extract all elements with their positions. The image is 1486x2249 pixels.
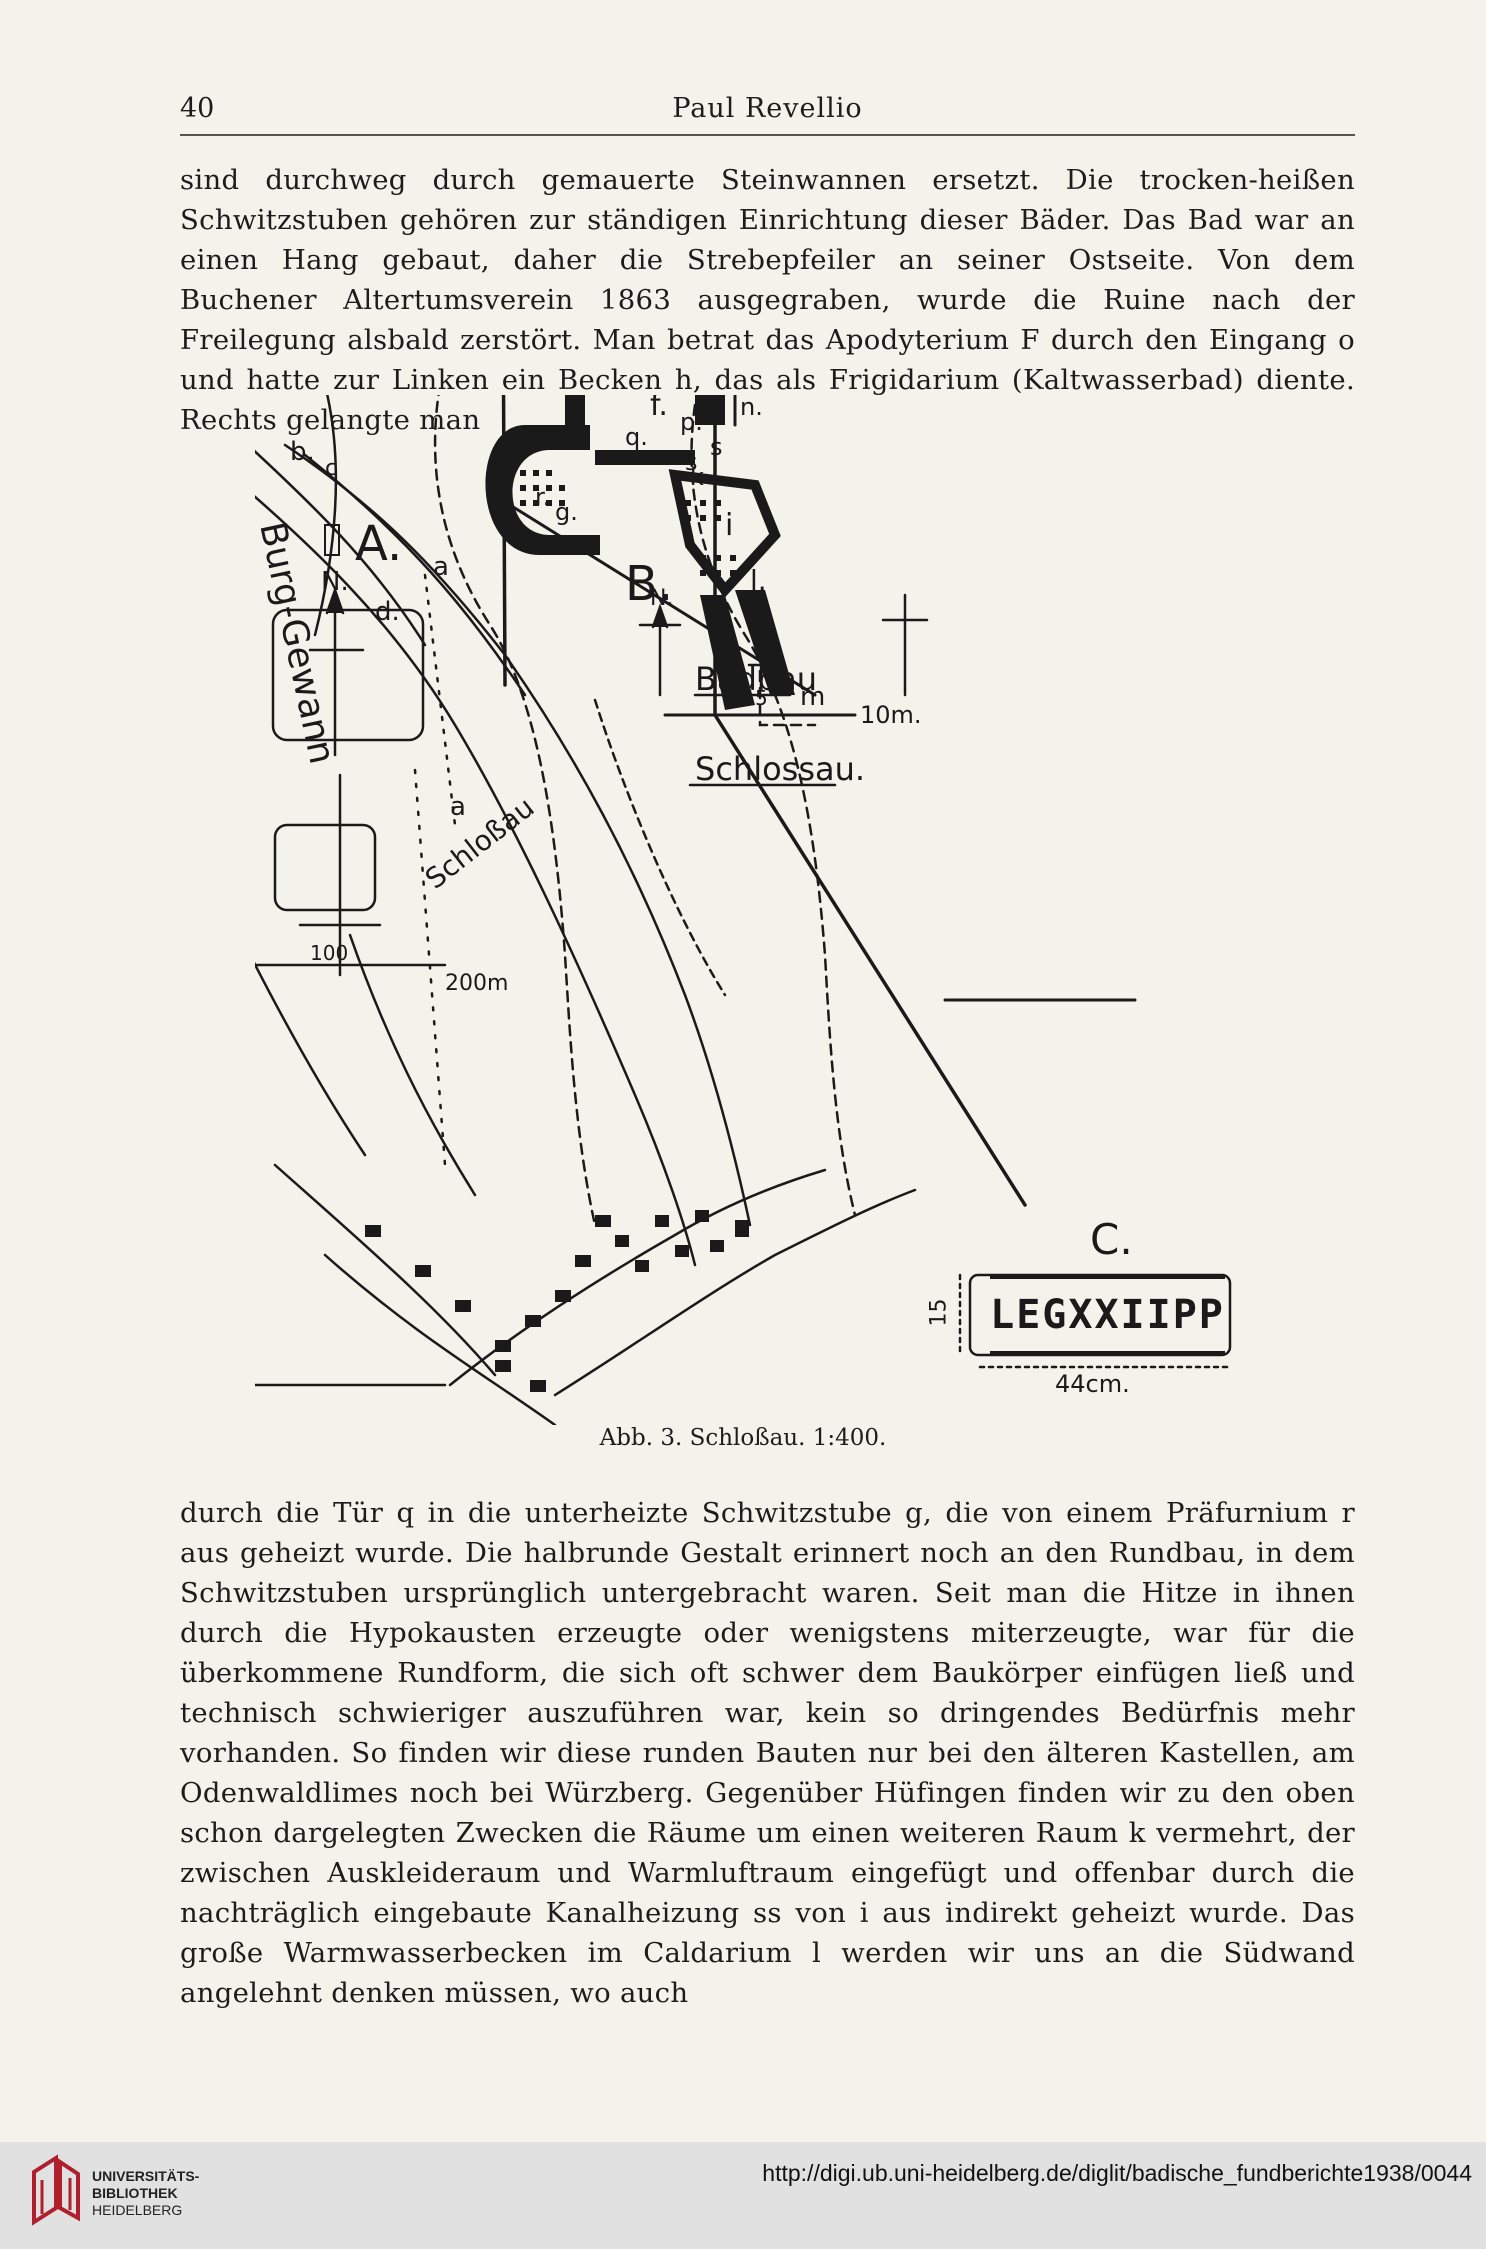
label-c: C. — [1090, 1215, 1133, 1264]
letter-p: p. — [680, 408, 703, 436]
stamp-inscription: LEGXXIIPP — [990, 1275, 1225, 1355]
letter-q: q. — [625, 423, 648, 451]
library-line-1: UNIVERSITÄTS- — [92, 2168, 200, 2184]
library-line-3: HEIDELBERG — [92, 2202, 183, 2218]
north-label-b: N. — [650, 586, 673, 611]
letter-b: b. — [290, 437, 315, 467]
page-header: 40 Paul Revellio — [180, 93, 1355, 133]
footer-bar — [0, 2142, 1486, 2249]
scanned-page: 40 Paul Revellio sind durchweg durch gem… — [180, 93, 1355, 2009]
page-number: 40 — [180, 93, 215, 124]
fort-b — [273, 823, 377, 912]
scale-b-5: 5 — [755, 686, 768, 710]
stamp-height: 15 — [926, 1298, 952, 1327]
figure-overlay — [255, 395, 1232, 1392]
road-village — [553, 1188, 917, 1397]
letter-c: c — [325, 456, 337, 481]
letter-n: n. — [740, 395, 763, 421]
letter-g: g. — [555, 498, 578, 526]
schlossau-subtitle: Schlossau. — [695, 750, 865, 788]
paragraph-bottom: durch die Tür q in die unterheizte Schwi… — [180, 1497, 1355, 2009]
road-diagonal — [283, 443, 752, 1227]
fort-b-outline — [271, 608, 425, 742]
road-upper — [303, 453, 527, 697]
figure-schlossau: A. N. a a a a b. c d. Burg-Gewann Schloß… — [188, 272, 1265, 1427]
hypocaust-pillars — [520, 470, 736, 576]
header-rule — [180, 134, 1355, 136]
letter-s1: s — [685, 448, 698, 476]
paragraph-top: sind durchweg durch gemauerte Steinwanne… — [180, 164, 1355, 436]
letter-r: r. — [535, 483, 550, 511]
letter-m: m — [800, 682, 825, 712]
source-url-link[interactable]: http://digi.ub.uni-heidelberg.de/diglit/… — [762, 2160, 1472, 2186]
running-title: Paul Revellio — [672, 93, 863, 124]
scale-a-100: 100 — [310, 941, 348, 965]
road-lower — [323, 1253, 557, 1427]
library-name: UNIVERSITÄTS- BIBLIOTHEK HEIDELBERG — [92, 2168, 199, 2219]
scale-a-200m: 200m — [445, 971, 508, 996]
letter-l: l. — [750, 564, 767, 597]
letter-k: k — [690, 463, 704, 491]
library-logo-icon — [32, 2154, 80, 2226]
library-line-2: BIBLIOTHEK — [92, 2185, 178, 2201]
letter-i: i — [725, 508, 733, 543]
figure-caption: Abb. 3. Schloßau. 1:400. — [599, 1425, 887, 1451]
path-dashed — [593, 698, 727, 997]
field-boundary — [348, 933, 477, 1197]
letter-a3: a — [433, 552, 449, 582]
label-b-map: B. — [625, 556, 673, 612]
letter-f: f. — [650, 395, 668, 423]
stamp-width: 44cm. — [1055, 1370, 1130, 1398]
main-road — [255, 495, 697, 1267]
letter-a4: a — [450, 792, 466, 822]
scale-b-10m: 10m. — [860, 701, 922, 729]
